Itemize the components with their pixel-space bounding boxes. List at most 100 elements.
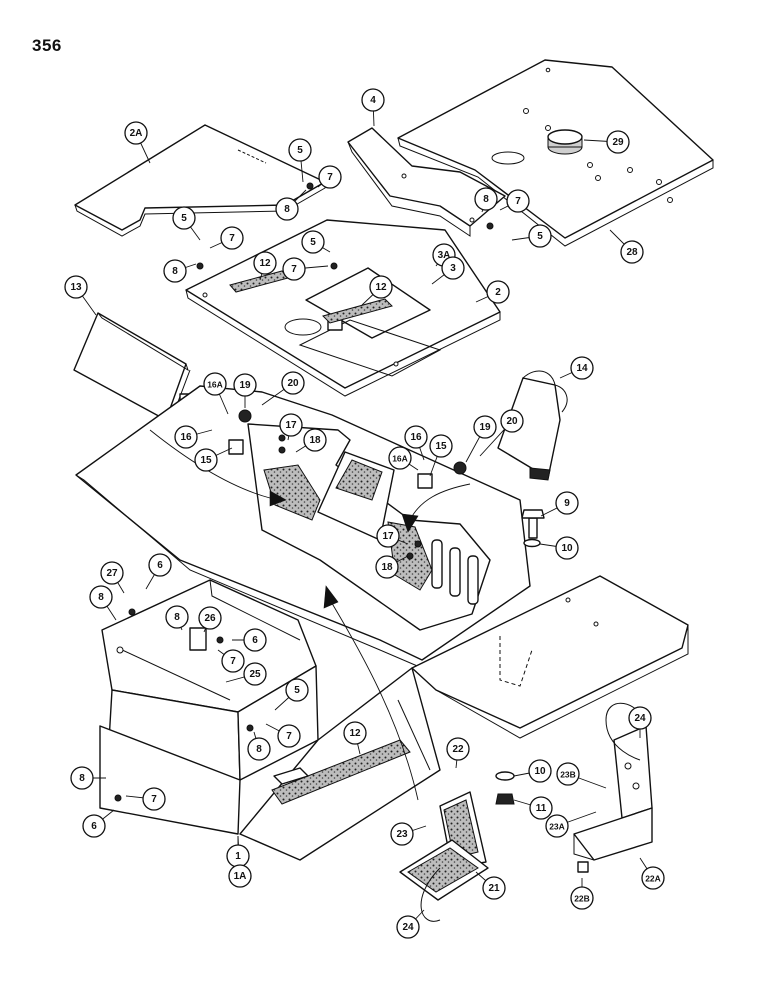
callout-label: 19	[479, 422, 491, 433]
callout-label: 8	[98, 592, 104, 603]
part-callout-10: 10	[528, 759, 552, 783]
callout-bubble	[163, 259, 187, 283]
part-callout-17: 17	[376, 524, 400, 548]
callout-bubble	[545, 814, 569, 838]
callout-label: 17	[382, 531, 394, 542]
callout-bubble	[441, 256, 465, 280]
part-callout-21: 21	[482, 876, 506, 900]
part-callout-12: 12	[343, 721, 367, 745]
callout-bubble	[279, 413, 303, 437]
callout-bubble	[369, 275, 393, 299]
callout-bubble	[506, 189, 530, 213]
angled-cover	[347, 127, 506, 237]
callout-bubble	[429, 434, 453, 458]
callout-label: 4	[370, 95, 376, 106]
part-callout-20: 20	[500, 409, 524, 433]
callout-label: 3	[450, 263, 456, 274]
callout-bubble	[281, 371, 305, 395]
part-callout-1: 1	[226, 844, 250, 868]
callout-bubble	[473, 415, 497, 439]
part-callout-25: 25	[243, 662, 267, 686]
callout-label: 5	[181, 213, 187, 224]
callout-bubble	[474, 187, 498, 211]
callout-label: 19	[239, 380, 251, 391]
callout-bubble	[482, 876, 506, 900]
cable	[420, 867, 441, 922]
callout-label: 8	[79, 773, 85, 784]
part-callout-14: 14	[570, 356, 594, 380]
callout-bubble	[203, 372, 227, 396]
callout-bubble	[404, 425, 428, 449]
callout-label: 14	[576, 363, 588, 374]
callout-bubble	[243, 628, 267, 652]
page-number: 356	[32, 36, 62, 55]
callout-bubble	[606, 130, 630, 154]
part-callout-18: 18	[303, 428, 327, 452]
part-callout-11: 11	[529, 796, 553, 820]
callout-label: 16	[410, 432, 422, 443]
part-callout-22: 22	[446, 737, 470, 761]
callout-label: 1	[235, 851, 241, 862]
callout-bubble	[303, 428, 327, 452]
callout-bubble	[556, 762, 580, 786]
part-callout-17: 17	[279, 413, 303, 437]
part-callout-5: 5	[285, 678, 309, 702]
part-callout-19: 19	[473, 415, 497, 439]
part-callout-16a: 16A	[203, 372, 227, 396]
callout-bubble	[89, 585, 113, 609]
part-callout-16a: 16A	[388, 446, 412, 470]
callout-bubble	[446, 737, 470, 761]
callout-label: 18	[381, 562, 393, 573]
callout-label: 17	[285, 420, 297, 431]
callout-bubble	[82, 814, 106, 838]
right-side-panel	[497, 370, 568, 481]
part-callout-20: 20	[281, 371, 305, 395]
part-callout-24: 24	[628, 706, 652, 730]
callout-label: 11	[536, 803, 547, 814]
callout-bubble	[247, 737, 271, 761]
callout-label: 10	[534, 766, 546, 777]
part-callout-12: 12	[253, 251, 277, 275]
callout-label: 13	[70, 282, 82, 293]
part-callout-7: 7	[506, 189, 530, 213]
part-callout-8: 8	[275, 197, 299, 221]
part-callout-23: 23	[390, 822, 414, 846]
callout-label: 28	[626, 247, 638, 258]
callout-label: 18	[309, 435, 321, 446]
callout-label: 23B	[560, 770, 576, 780]
part-callout-23b: 23B	[556, 762, 580, 786]
part-callout-29: 29	[606, 130, 630, 154]
callout-bubble	[243, 662, 267, 686]
callout-label: 12	[375, 282, 387, 293]
callout-label: 23A	[549, 822, 565, 832]
left-floor-plate	[74, 124, 326, 237]
lower-floor	[239, 667, 441, 861]
part-callout-9: 9	[555, 491, 579, 515]
callout-label: 16A	[392, 454, 408, 464]
part-callout-4: 4	[361, 88, 385, 112]
callout-label: 9	[564, 498, 570, 509]
callout-label: 27	[106, 568, 118, 579]
part-callout-22b: 22B	[570, 886, 594, 910]
callout-bubble	[233, 373, 257, 397]
callout-bubble	[285, 678, 309, 702]
right-fender	[411, 575, 689, 739]
callout-label: 5	[537, 231, 543, 242]
part-callout-8: 8	[163, 259, 187, 283]
callout-label: 26	[204, 613, 216, 624]
callout-bubble	[277, 724, 301, 748]
part-callout-10: 10	[555, 536, 579, 560]
part-callout-8: 8	[165, 605, 189, 629]
part-callout-16: 16	[404, 425, 428, 449]
callout-bubble	[486, 280, 510, 304]
part-callout-23a: 23A	[545, 814, 569, 838]
callout-bubble	[343, 721, 367, 745]
callout-label: 16A	[207, 380, 223, 390]
callout-label: 6	[91, 821, 97, 832]
callout-label: 20	[287, 378, 299, 389]
callout-label: 7	[286, 731, 292, 742]
part-callout-27: 27	[100, 561, 124, 585]
part-callout-6: 6	[148, 553, 172, 577]
part-callout-8: 8	[70, 766, 94, 790]
